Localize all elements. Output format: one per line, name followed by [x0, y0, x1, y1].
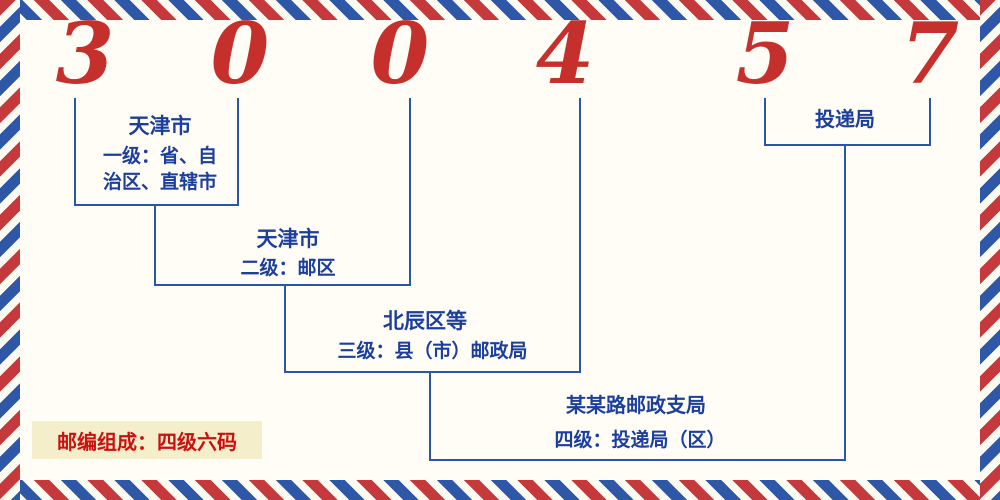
connector-line	[409, 98, 411, 286]
postal-composition-note-box: 邮编组成：四级六码	[32, 421, 262, 459]
connector-line	[579, 98, 581, 373]
connector-line	[154, 284, 411, 286]
connector-line	[844, 144, 846, 461]
level2-description: 二级：邮区	[240, 257, 336, 279]
airmail-border-top	[0, 0, 1000, 20]
postal-digit-2: 0	[210, 4, 270, 103]
connector-line	[764, 98, 766, 146]
level3-region-name: 北辰区等	[383, 309, 467, 333]
level3-description: 三级：县（市）邮政局	[337, 340, 528, 362]
connector-line	[764, 144, 931, 146]
connector-line	[284, 284, 286, 373]
postal-digit-4: 4	[535, 4, 595, 103]
postal-digit-3: 0	[370, 4, 430, 103]
level2-region-name: 天津市	[256, 227, 320, 251]
level1-description: 一级：省、自治区、直辖市	[102, 145, 217, 193]
postal-digit-6: 7	[900, 4, 960, 103]
airmail-border-right	[980, 0, 1000, 500]
connector-line	[284, 371, 581, 373]
level1-region-name: 天津市	[128, 114, 192, 138]
connector-line	[237, 98, 239, 206]
connector-line	[929, 98, 931, 146]
connector-line	[154, 204, 156, 286]
connector-line	[74, 98, 76, 206]
connector-line	[429, 371, 431, 461]
connector-line	[74, 204, 239, 206]
delivery-office-label: 投递局	[815, 107, 875, 131]
postal-digit-1: 3	[55, 4, 115, 103]
level4-description: 四级：投递局（区）	[554, 429, 726, 451]
connector-line	[429, 459, 846, 461]
airmail-border-bottom	[0, 480, 1000, 500]
airmail-border-left	[0, 0, 20, 500]
level4-region-name: 某某路邮政支局	[566, 393, 706, 417]
postal-composition-note: 邮编组成：四级六码	[57, 429, 237, 454]
postal-digit-5: 5	[735, 4, 795, 103]
